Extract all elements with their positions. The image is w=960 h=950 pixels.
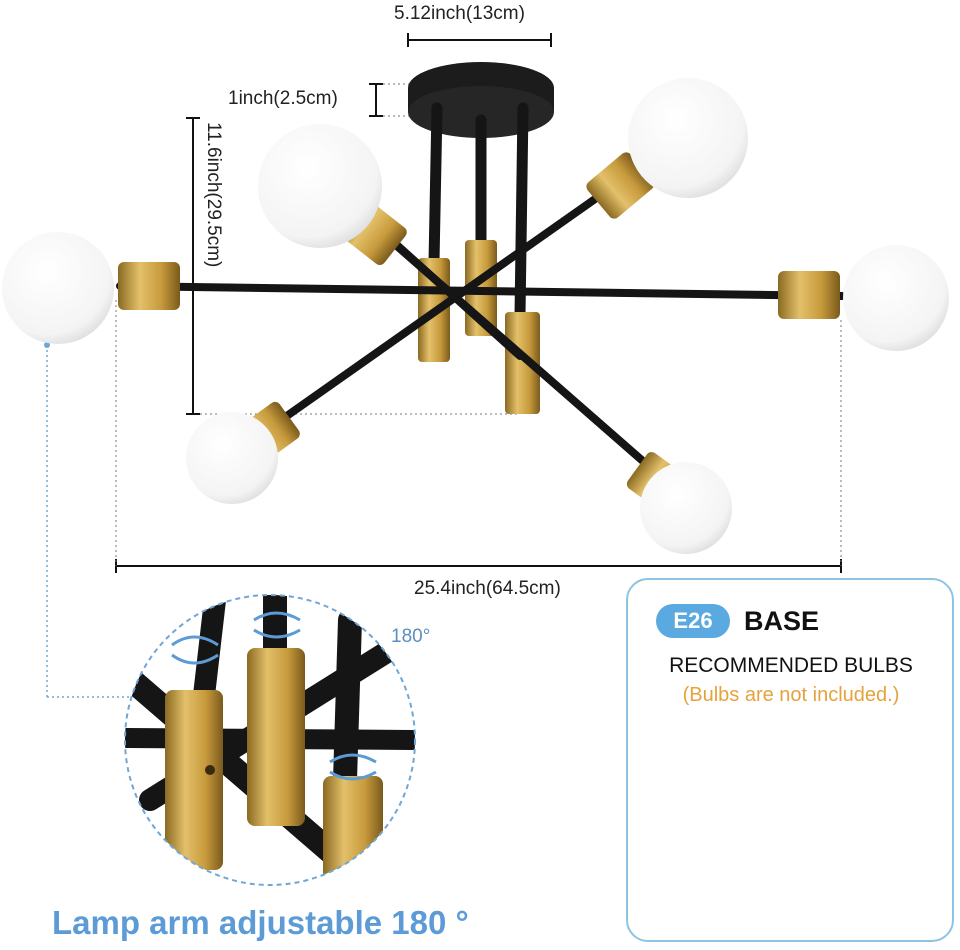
arms	[116, 188, 846, 480]
bulb-left	[2, 232, 114, 344]
span-dimension-label: 25.4inch(64.5cm)	[414, 578, 561, 599]
callout-dot	[44, 342, 50, 348]
adjustable-arm-caption: Lamp arm adjustable 180 °	[52, 904, 469, 941]
angle-label: 180°	[391, 626, 431, 647]
callout-dotted-line	[46, 345, 140, 698]
height-dimension-label: 11.6inch(29.5cm)	[203, 122, 224, 268]
bulb-upper-right	[628, 78, 748, 198]
bulb-lower-right	[640, 462, 732, 554]
zoom-detail	[125, 595, 415, 885]
base-title: BASE	[744, 606, 820, 636]
e26-badge: E26	[656, 604, 730, 638]
vertical-rods	[428, 102, 529, 321]
right-sleeve	[505, 312, 540, 414]
width-dimension-label: 5.12inch(13cm)	[394, 3, 525, 24]
socket-left	[118, 262, 180, 310]
bulb-right	[843, 245, 949, 351]
socket-right	[778, 271, 840, 319]
zoom-circle-border	[124, 594, 416, 886]
recommended-bulbs-title: RECOMMENDED BULBS	[669, 654, 913, 677]
canopy-dimension-label: 1inch(2.5cm)	[228, 88, 338, 109]
bulb-recommendation-panel: E26 BASE RECOMMENDED BULBS (Bulbs are no…	[626, 578, 954, 942]
bulb-upper-left	[258, 124, 382, 248]
bulbs-not-included-note: (Bulbs are not included.)	[682, 684, 900, 706]
bulb-lower-left	[186, 412, 278, 504]
